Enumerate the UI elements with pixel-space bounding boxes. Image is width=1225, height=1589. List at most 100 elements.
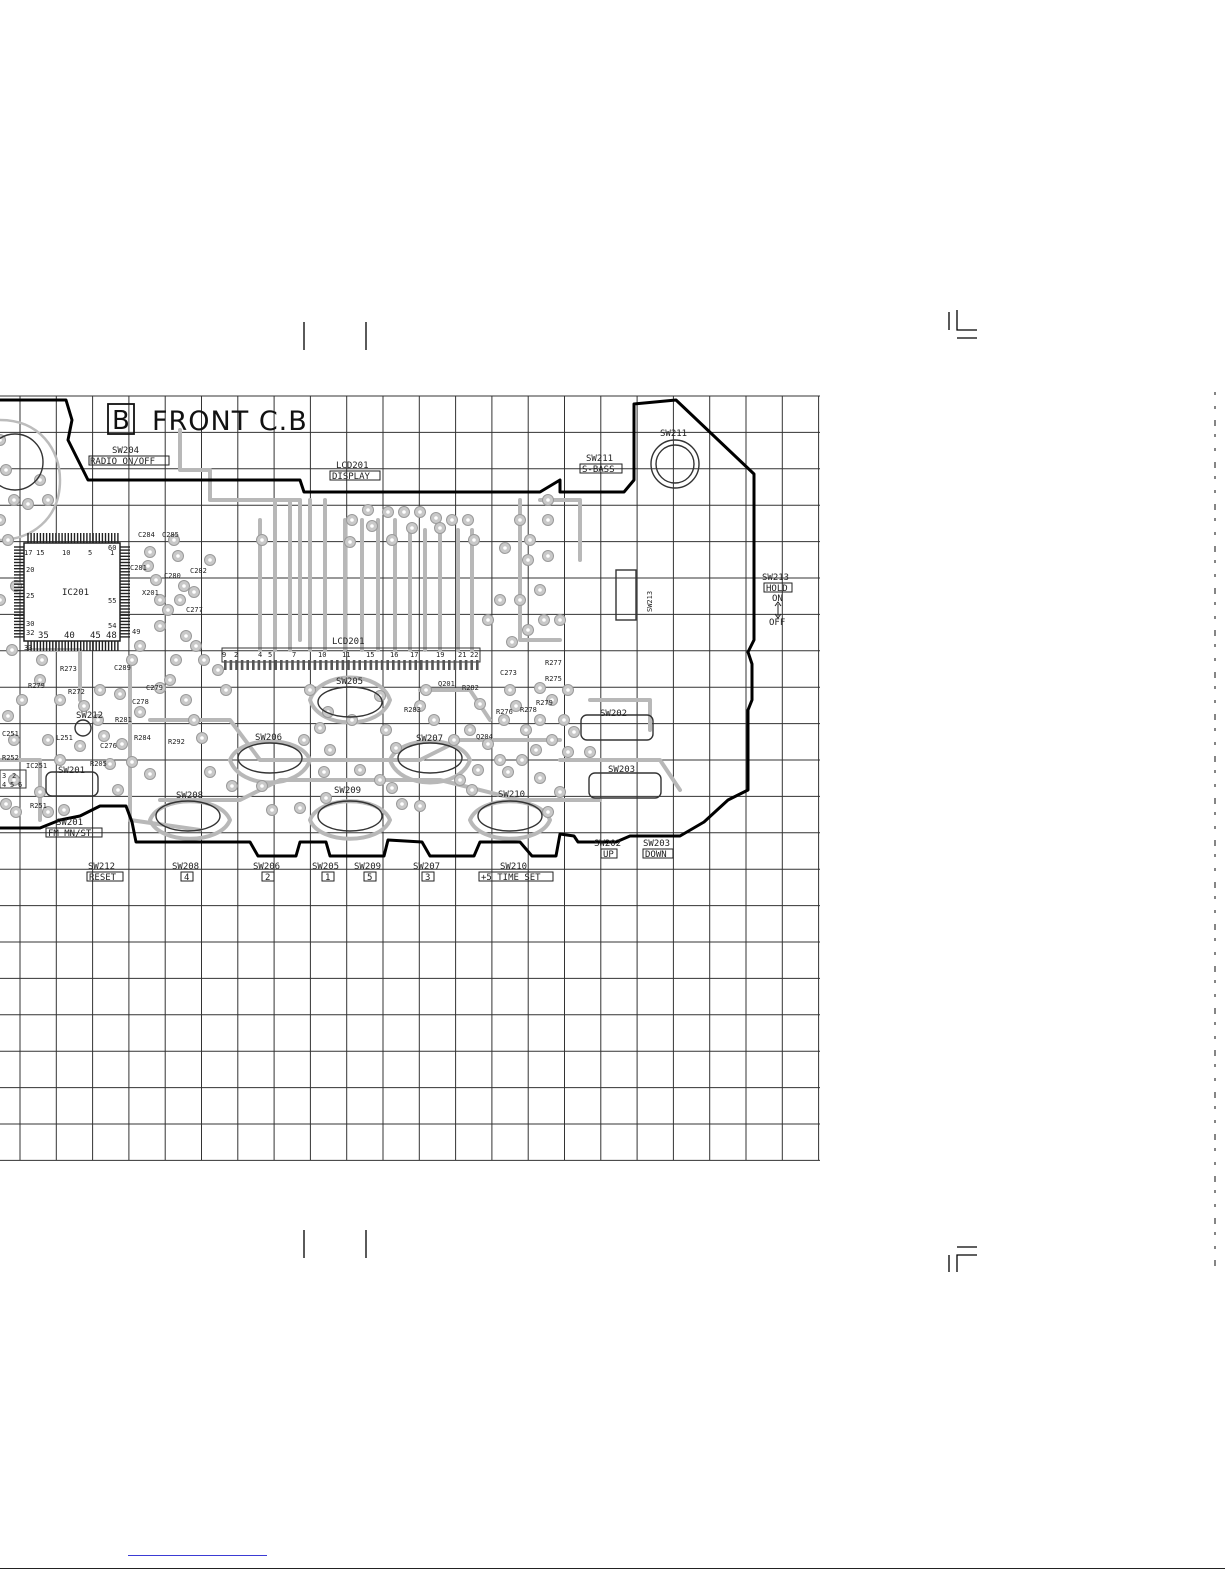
lcd-pin	[240, 660, 244, 670]
pad-hole	[478, 702, 482, 706]
pad-hole	[202, 658, 206, 662]
svg-text:C277: C277	[186, 606, 203, 614]
pad-hole	[0, 438, 2, 442]
pad-hole	[158, 598, 162, 602]
pad-hole	[418, 510, 422, 514]
lcd-pin	[274, 660, 277, 670]
svg-text:30: 30	[26, 620, 34, 628]
pad-hole	[390, 538, 394, 542]
svg-text:R284: R284	[134, 734, 151, 742]
sw210-bottom-ref: SW210	[500, 862, 527, 872]
sw212-bottom-func: RESET	[89, 873, 117, 883]
pad-hole	[328, 748, 332, 752]
sw209-bottom-func: 5	[367, 873, 372, 883]
registration-marks	[303, 310, 977, 1272]
sw203-board-ref: SW203	[608, 765, 635, 775]
lcd-pin	[448, 660, 451, 670]
solder-pad	[0, 594, 6, 606]
pad-hole	[550, 738, 554, 742]
pad-hole	[562, 718, 566, 722]
lcd-pin-number: 21	[458, 651, 466, 659]
svg-text:R251: R251	[30, 802, 47, 810]
pad-hole	[518, 598, 522, 602]
svg-text:40: 40	[64, 631, 75, 641]
lcd-pin	[464, 660, 468, 670]
svg-text:R282: R282	[462, 684, 479, 692]
pad-hole	[546, 518, 550, 522]
lcd-pin	[358, 660, 361, 670]
pad-hole	[370, 524, 374, 528]
top-switch-labels: SW204 RADIO ON/OFF LCD201 DISPLAY SW211 …	[88, 429, 687, 482]
pad-hole	[510, 640, 514, 644]
pad-hole	[476, 768, 480, 772]
pad-hole	[534, 748, 538, 752]
pad-hole	[434, 516, 438, 520]
pad-hole	[322, 770, 326, 774]
sw207-bottom-ref: SW207	[413, 862, 440, 872]
svg-text:C279: C279	[146, 684, 163, 692]
pad-hole	[138, 644, 142, 648]
pad-hole	[166, 608, 170, 612]
sw205-footprint	[317, 686, 383, 718]
sw203-bottom-ref: SW203	[643, 839, 670, 849]
lcd-pin	[347, 660, 350, 670]
pad-hole	[538, 718, 542, 722]
svg-text:L251: L251	[56, 734, 73, 742]
pad-hole	[486, 742, 490, 746]
pad-hole	[58, 758, 62, 762]
pad-hole	[4, 468, 8, 472]
pad-hole	[130, 760, 134, 764]
svg-text:5: 5	[88, 549, 92, 557]
pad-hole	[350, 718, 354, 722]
pad-hole	[118, 692, 122, 696]
pad-hole	[546, 554, 550, 558]
pad-hole	[216, 668, 220, 672]
pad-hole	[38, 678, 42, 682]
sw211-left-func: S-BASS	[582, 465, 615, 475]
sw208-board-ref: SW208	[176, 791, 203, 801]
pad-hole	[384, 728, 388, 732]
svg-text:C273: C273	[500, 669, 517, 677]
svg-text:C284: C284	[138, 531, 155, 539]
sw202-bottom-func: UP	[603, 850, 614, 860]
pad-hole	[260, 538, 264, 542]
svg-text:C289: C289	[114, 664, 131, 672]
pad-hole	[10, 648, 14, 652]
pad-hole	[400, 802, 404, 806]
lcd-pin	[408, 660, 412, 670]
lcd-pin-number: 9	[222, 651, 226, 659]
pad-hole	[526, 628, 530, 632]
pad-hole	[96, 718, 100, 722]
svg-text:17: 17	[24, 549, 32, 557]
pad-hole	[390, 786, 394, 790]
pad-hole	[424, 688, 428, 692]
sw208-bottom-ref: SW208	[172, 862, 199, 872]
lcd-pin-number: 5	[268, 651, 272, 659]
lcd-pin	[414, 660, 417, 670]
svg-text:C278: C278	[132, 698, 149, 706]
pad-hole	[176, 554, 180, 558]
lcd-pin	[397, 660, 401, 670]
footer-link-underline[interactable]	[128, 1555, 267, 1556]
pad-hole	[192, 590, 196, 594]
sw206-bottom-ref: SW206	[253, 862, 280, 872]
pad-hole	[486, 618, 490, 622]
pad-hole	[26, 502, 30, 506]
sw204-func: RADIO ON/OFF	[90, 457, 155, 467]
pad-hole	[302, 738, 306, 742]
pad-hole	[62, 808, 66, 812]
sw204-footprint	[0, 433, 44, 491]
lcd-pin	[263, 660, 266, 670]
title-box-letter: B	[112, 406, 130, 436]
svg-text:55: 55	[108, 597, 116, 605]
sw201-bottom-func: FM MN/ST	[48, 829, 92, 839]
pad-hole	[298, 806, 302, 810]
lcd-pin	[336, 660, 339, 670]
pad-hole	[386, 510, 390, 514]
sw202-footprint	[580, 714, 654, 741]
pad-hole	[12, 738, 16, 742]
pad-hole	[270, 808, 274, 812]
sw209-footprint	[317, 800, 383, 832]
sw212-board-ref: SW212	[76, 711, 103, 721]
svg-text:C280: C280	[164, 572, 181, 580]
